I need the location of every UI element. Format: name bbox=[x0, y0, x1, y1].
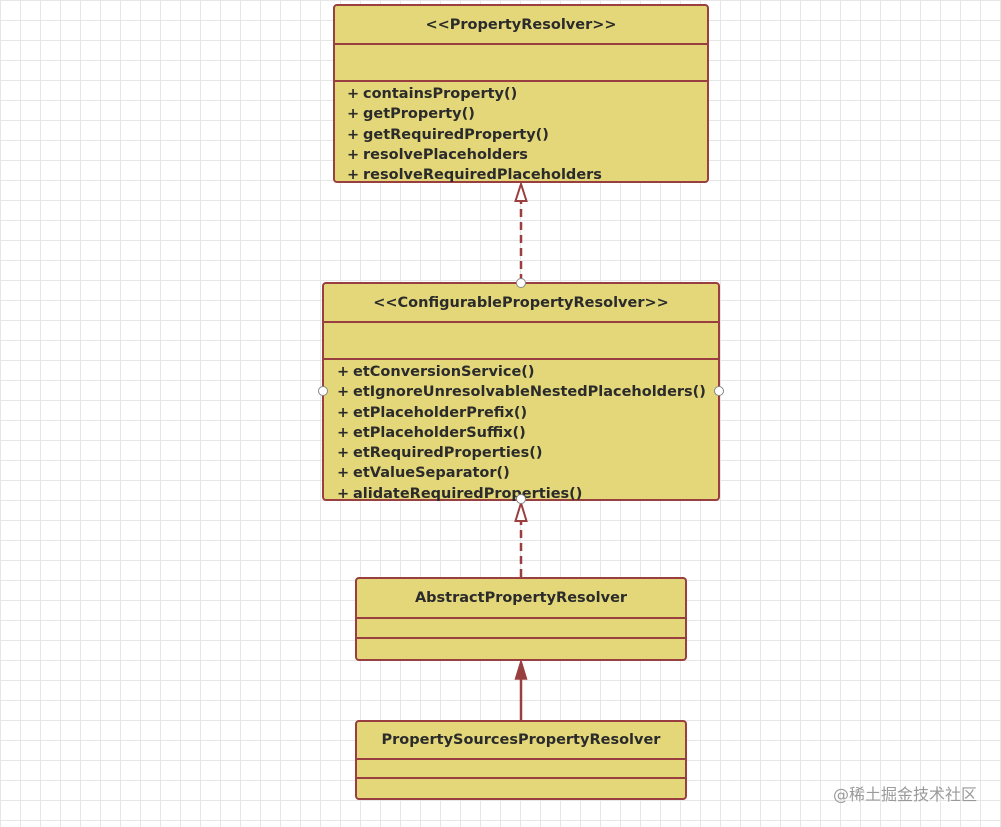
class-header: <<PropertyResolver>> bbox=[335, 6, 707, 45]
operation-item: +etConversionService() bbox=[337, 364, 535, 380]
operation-item: +etPlaceholderSuffix() bbox=[337, 424, 526, 441]
class-name: PropertySourcesPropertyResolver bbox=[381, 732, 661, 748]
attributes-section bbox=[324, 323, 718, 360]
class-property-sources-property-resolver[interactable]: PropertySourcesPropertyResolver bbox=[355, 720, 687, 800]
realization-arrowhead-configurable bbox=[514, 499, 528, 522]
attributes-section bbox=[335, 45, 707, 82]
class-header: <<ConfigurablePropertyResolver>> bbox=[324, 284, 718, 323]
class-configurable-property-resolver[interactable]: <<ConfigurablePropertyResolver>> +etConv… bbox=[322, 282, 720, 504]
class-name: <<PropertyResolver>> bbox=[425, 16, 617, 33]
operation-item: +etIgnoreUnresolvableNestedPlaceholders(… bbox=[337, 384, 706, 401]
class-header: PropertySourcesPropertyResolver bbox=[357, 722, 685, 760]
attributes-section bbox=[357, 619, 685, 639]
operations-section: +containsProperty() +getProperty() +getR… bbox=[335, 82, 707, 185]
class-abstract-property-resolver[interactable]: AbstractPropertyResolver bbox=[355, 577, 687, 661]
operation-item: +etRequiredProperties() bbox=[337, 445, 543, 462]
attributes-section bbox=[357, 760, 685, 779]
operation-item: +resolveRequiredPlaceholders bbox=[347, 167, 602, 184]
class-property-resolver[interactable]: <<PropertyResolver>> +containsProperty()… bbox=[333, 4, 709, 183]
operation-item: +resolvePlaceholders bbox=[347, 146, 528, 163]
operation-item: +getRequiredProperty() bbox=[347, 126, 549, 143]
operation-item: +containsProperty() bbox=[347, 86, 518, 102]
class-header: AbstractPropertyResolver bbox=[357, 579, 685, 619]
operation-item: +etPlaceholderPrefix() bbox=[337, 404, 528, 421]
watermark: @稀土掘金技术社区 bbox=[832, 785, 977, 804]
operation-item: +getProperty() bbox=[347, 106, 475, 123]
operation-item: +etValueSeparator() bbox=[337, 465, 510, 482]
class-name: <<ConfigurablePropertyResolver>> bbox=[373, 294, 669, 311]
association-arrowhead-abstract bbox=[514, 658, 528, 680]
operation-item: +alidateRequiredProperties() bbox=[337, 485, 583, 502]
realization-arrowhead-resolver bbox=[514, 180, 528, 202]
class-name: AbstractPropertyResolver bbox=[414, 590, 628, 606]
operations-section: +etConversionService() +etIgnoreUnresolv… bbox=[324, 360, 718, 504]
